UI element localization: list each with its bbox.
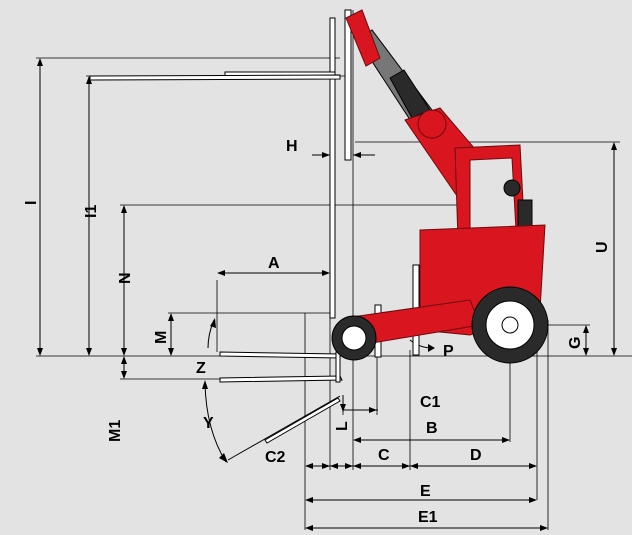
- label-A: A: [268, 255, 280, 272]
- label-M: M: [153, 331, 170, 344]
- label-N: N: [117, 272, 134, 284]
- label-E1: E1: [418, 509, 438, 526]
- label-Z: Z: [196, 360, 206, 377]
- label-H: H: [286, 138, 298, 155]
- label-Y: Y: [203, 415, 214, 432]
- dimension-label-group: H I I1 N A U M G P Z M1 Y L C1 B C2 C D …: [23, 138, 611, 526]
- label-C2: C2: [265, 449, 286, 466]
- label-P: P: [443, 343, 454, 360]
- label-I1: I1: [83, 205, 100, 218]
- label-B: B: [426, 420, 438, 437]
- telehandler-machine: [331, 9, 549, 364]
- label-D: D: [470, 447, 482, 464]
- label-I: I: [23, 201, 40, 205]
- dimension-arrows: [37, 58, 617, 531]
- label-L: L: [334, 421, 351, 431]
- label-C: C: [378, 447, 390, 464]
- label-U: U: [594, 241, 611, 253]
- forks: [89, 9, 420, 444]
- label-G: G: [567, 337, 584, 349]
- label-E: E: [420, 483, 431, 500]
- label-M1: M1: [107, 420, 124, 442]
- label-C1: C1: [420, 394, 441, 411]
